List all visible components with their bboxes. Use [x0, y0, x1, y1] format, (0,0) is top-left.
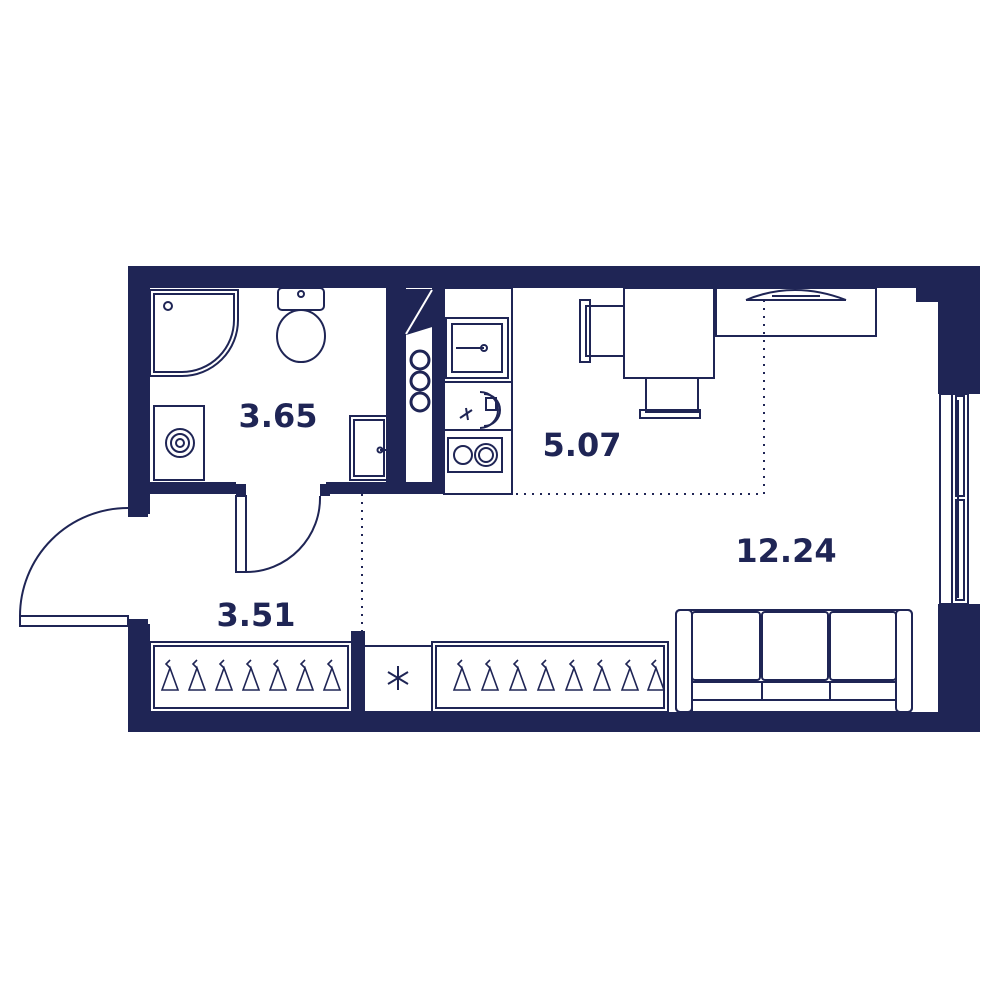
hanger-icon [452, 659, 472, 691]
hanger-icon [322, 659, 342, 691]
hanger-icon [160, 659, 180, 691]
wall-bottom [128, 712, 980, 732]
hanger-icon [480, 659, 500, 691]
ventilation-shaft [405, 289, 433, 413]
wall-bathroom-bottom-right [326, 482, 444, 494]
hanger-icon [268, 659, 288, 691]
sink-icon [349, 415, 396, 481]
wall-shaft-right [432, 286, 444, 494]
entry-jamb-bottom [128, 620, 148, 630]
hanger-icon [646, 659, 666, 691]
washing-machine-icon [153, 405, 205, 481]
kitchen-area-label: 5.07 [543, 426, 622, 464]
wardrobe-hangers [160, 659, 666, 691]
wall-right-lower [938, 604, 980, 732]
entry-door [19, 507, 148, 627]
sofa [675, 609, 913, 713]
wall-bathroom-bottom-left [148, 482, 236, 494]
shower-icon [149, 289, 239, 377]
toilet-icon [276, 287, 326, 363]
wall-bathroom-right [386, 286, 400, 494]
hanger-icon [620, 659, 640, 691]
stove-icon [447, 437, 503, 473]
kitchen-counter [443, 287, 513, 495]
doors [19, 495, 322, 627]
dining-table [579, 287, 715, 419]
entry-jamb-top [128, 506, 148, 516]
kitchen-sink-icon [445, 317, 509, 379]
wardrobe [149, 631, 669, 713]
fridge-icon [459, 391, 501, 429]
wall-top [128, 266, 980, 288]
hanger-icon [295, 659, 315, 691]
wall-left-upper [128, 266, 150, 514]
wall-right-upper [938, 266, 980, 394]
bathroom-area-label: 3.65 [239, 397, 318, 435]
wall-left-lower [128, 624, 150, 732]
wall-right-notch [916, 288, 940, 302]
hanger-icon [508, 659, 528, 691]
window [939, 393, 969, 605]
snowflake-icon [387, 666, 409, 690]
fridge-cabinet [363, 645, 433, 713]
hanger-icon [187, 659, 207, 691]
desk [715, 287, 877, 337]
living-room-area-label: 12.24 [735, 532, 836, 570]
door-jamb-right [320, 484, 330, 496]
zone-lines [361, 300, 765, 640]
hanger-icon [536, 659, 556, 691]
door-jamb-left [236, 484, 246, 496]
wall-shaft-left [400, 286, 406, 494]
walls [128, 266, 980, 732]
hanger-icon [564, 659, 584, 691]
hanger-icon [592, 659, 612, 691]
hanger-icon [241, 659, 261, 691]
bathroom [149, 287, 396, 481]
hallway-area-label: 3.51 [217, 596, 296, 634]
hanger-icon [214, 659, 234, 691]
bathroom-door [235, 495, 322, 573]
